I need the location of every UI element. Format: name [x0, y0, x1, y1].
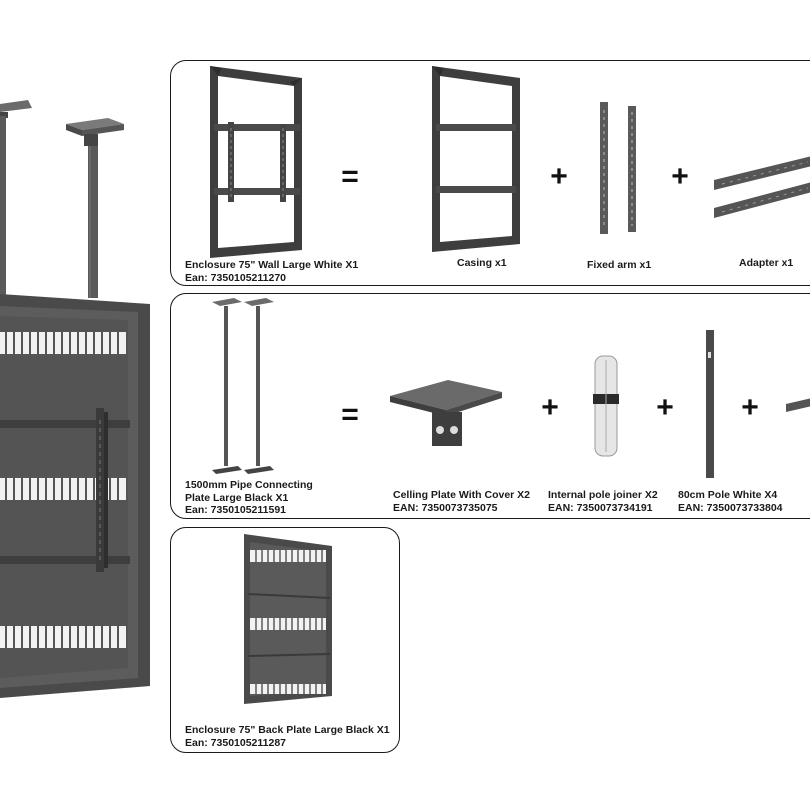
- adapter-illustration: [714, 156, 810, 218]
- casing-label: Casing x1: [457, 257, 507, 269]
- back-plate-label: Enclosure 75" Back Plate Large Black X1 …: [185, 724, 390, 749]
- pipe-kit-panel: [170, 293, 810, 519]
- pole-joiner-illustration: [593, 355, 619, 457]
- equals-sign-2: =: [341, 398, 359, 431]
- adapter-label: Adapter x1: [739, 257, 794, 269]
- back-plate-ean: Ean: 7350105211287: [185, 736, 287, 749]
- enclosure-wall-name: Enclosure 75" Wall Large White X1: [185, 259, 359, 271]
- enclosure-wall-label: Enclosure 75" Wall Large White X1 Ean: 7…: [185, 259, 358, 284]
- ceiling-plate-label: Celling Plate With Cover X2 EAN: 7350073…: [393, 489, 530, 514]
- extra-part-illustration: [786, 398, 810, 412]
- fixed-arm-illustration: [600, 102, 636, 234]
- ceiling-plate-ean: EAN: 7350073735075: [393, 501, 498, 514]
- pole-label: 80cm Pole White X4 EAN: 7350073733804: [678, 489, 783, 514]
- enclosure-wall-ean: Ean: 7350105211270: [185, 271, 287, 284]
- pole-joiner-name: Internal pole joiner X2: [548, 489, 658, 501]
- pole-illustration: [706, 330, 714, 478]
- pipe-kit-label: 1500mm Pipe Connecting Plate Large Black…: [185, 479, 313, 517]
- back-plate-name: Enclosure 75" Back Plate Large Black X1: [185, 724, 390, 736]
- pipe-kit-illustration: [212, 298, 274, 474]
- ceiling-enclosure-illustration: [0, 100, 150, 698]
- plus-sign-5: +: [741, 391, 759, 424]
- fixed-arm-label: Fixed arm x1: [587, 259, 652, 271]
- back-plate-illustration: [244, 534, 332, 704]
- ceiling-plate-name: Celling Plate With Cover X2: [393, 489, 531, 501]
- ceiling-plate-illustration: [390, 380, 502, 446]
- plus-sign-4: +: [656, 391, 674, 424]
- casing-illustration: [432, 66, 520, 252]
- enclosure-wall-illustration: [210, 66, 302, 258]
- equals-sign-1: =: [341, 160, 359, 193]
- pole-joiner-label: Internal pole joiner X2 EAN: 73500737341…: [548, 489, 658, 514]
- pipe-kit-name-line2: Plate Large Black X1: [185, 491, 289, 504]
- pipe-kit-name-line1: 1500mm Pipe Connecting: [185, 479, 313, 491]
- pole-joiner-ean: EAN: 7350073734191: [548, 501, 653, 514]
- plus-sign-2: +: [671, 160, 689, 193]
- plus-sign-3: +: [541, 391, 559, 424]
- pole-ean: EAN: 7350073733804: [678, 501, 783, 514]
- plus-sign-1: +: [550, 160, 568, 193]
- pipe-kit-ean: Ean: 7350105211591: [185, 504, 287, 516]
- pole-name: 80cm Pole White X4: [678, 489, 778, 501]
